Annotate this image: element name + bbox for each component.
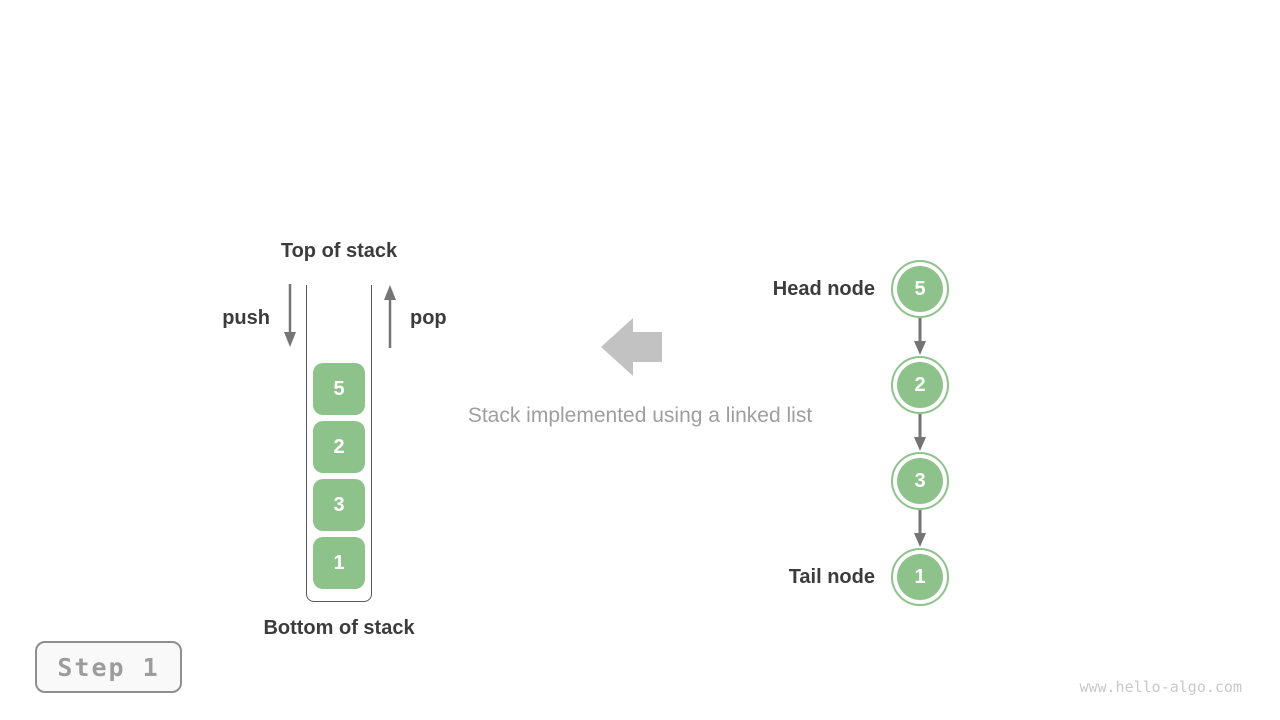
stack-item: 5 [313,363,365,415]
top-of-stack-label: Top of stack [280,240,398,262]
pop-label: pop [410,307,447,329]
figure-caption: Stack implemented using a linked list [467,404,813,427]
watermark: www.hello-algo.com [1079,678,1242,696]
stack-item: 1 [313,537,365,589]
list-node: 2 [891,356,949,414]
stack-item: 3 [313,479,365,531]
list-node: 5 [891,260,949,318]
push-arrow-down-icon [284,284,296,347]
tail-node-label: Tail node [788,566,875,588]
head-node-label: Head node [772,278,875,300]
link-arrow-down-icon [914,510,926,547]
push-label: push [222,307,270,329]
list-node-value: 1 [897,554,943,600]
pop-arrow-up-icon [384,285,396,348]
step-badge: Step 1 [35,641,182,693]
list-node-value: 3 [897,458,943,504]
list-node-value: 2 [897,362,943,408]
list-node: 3 [891,452,949,510]
link-arrow-down-icon [914,414,926,451]
list-node: 1 [891,548,949,606]
stack-item: 2 [313,421,365,473]
link-arrow-down-icon [914,318,926,355]
block-arrow-left-icon [601,318,662,376]
bottom-of-stack-label: Bottom of stack [263,617,415,639]
list-node-value: 5 [897,266,943,312]
